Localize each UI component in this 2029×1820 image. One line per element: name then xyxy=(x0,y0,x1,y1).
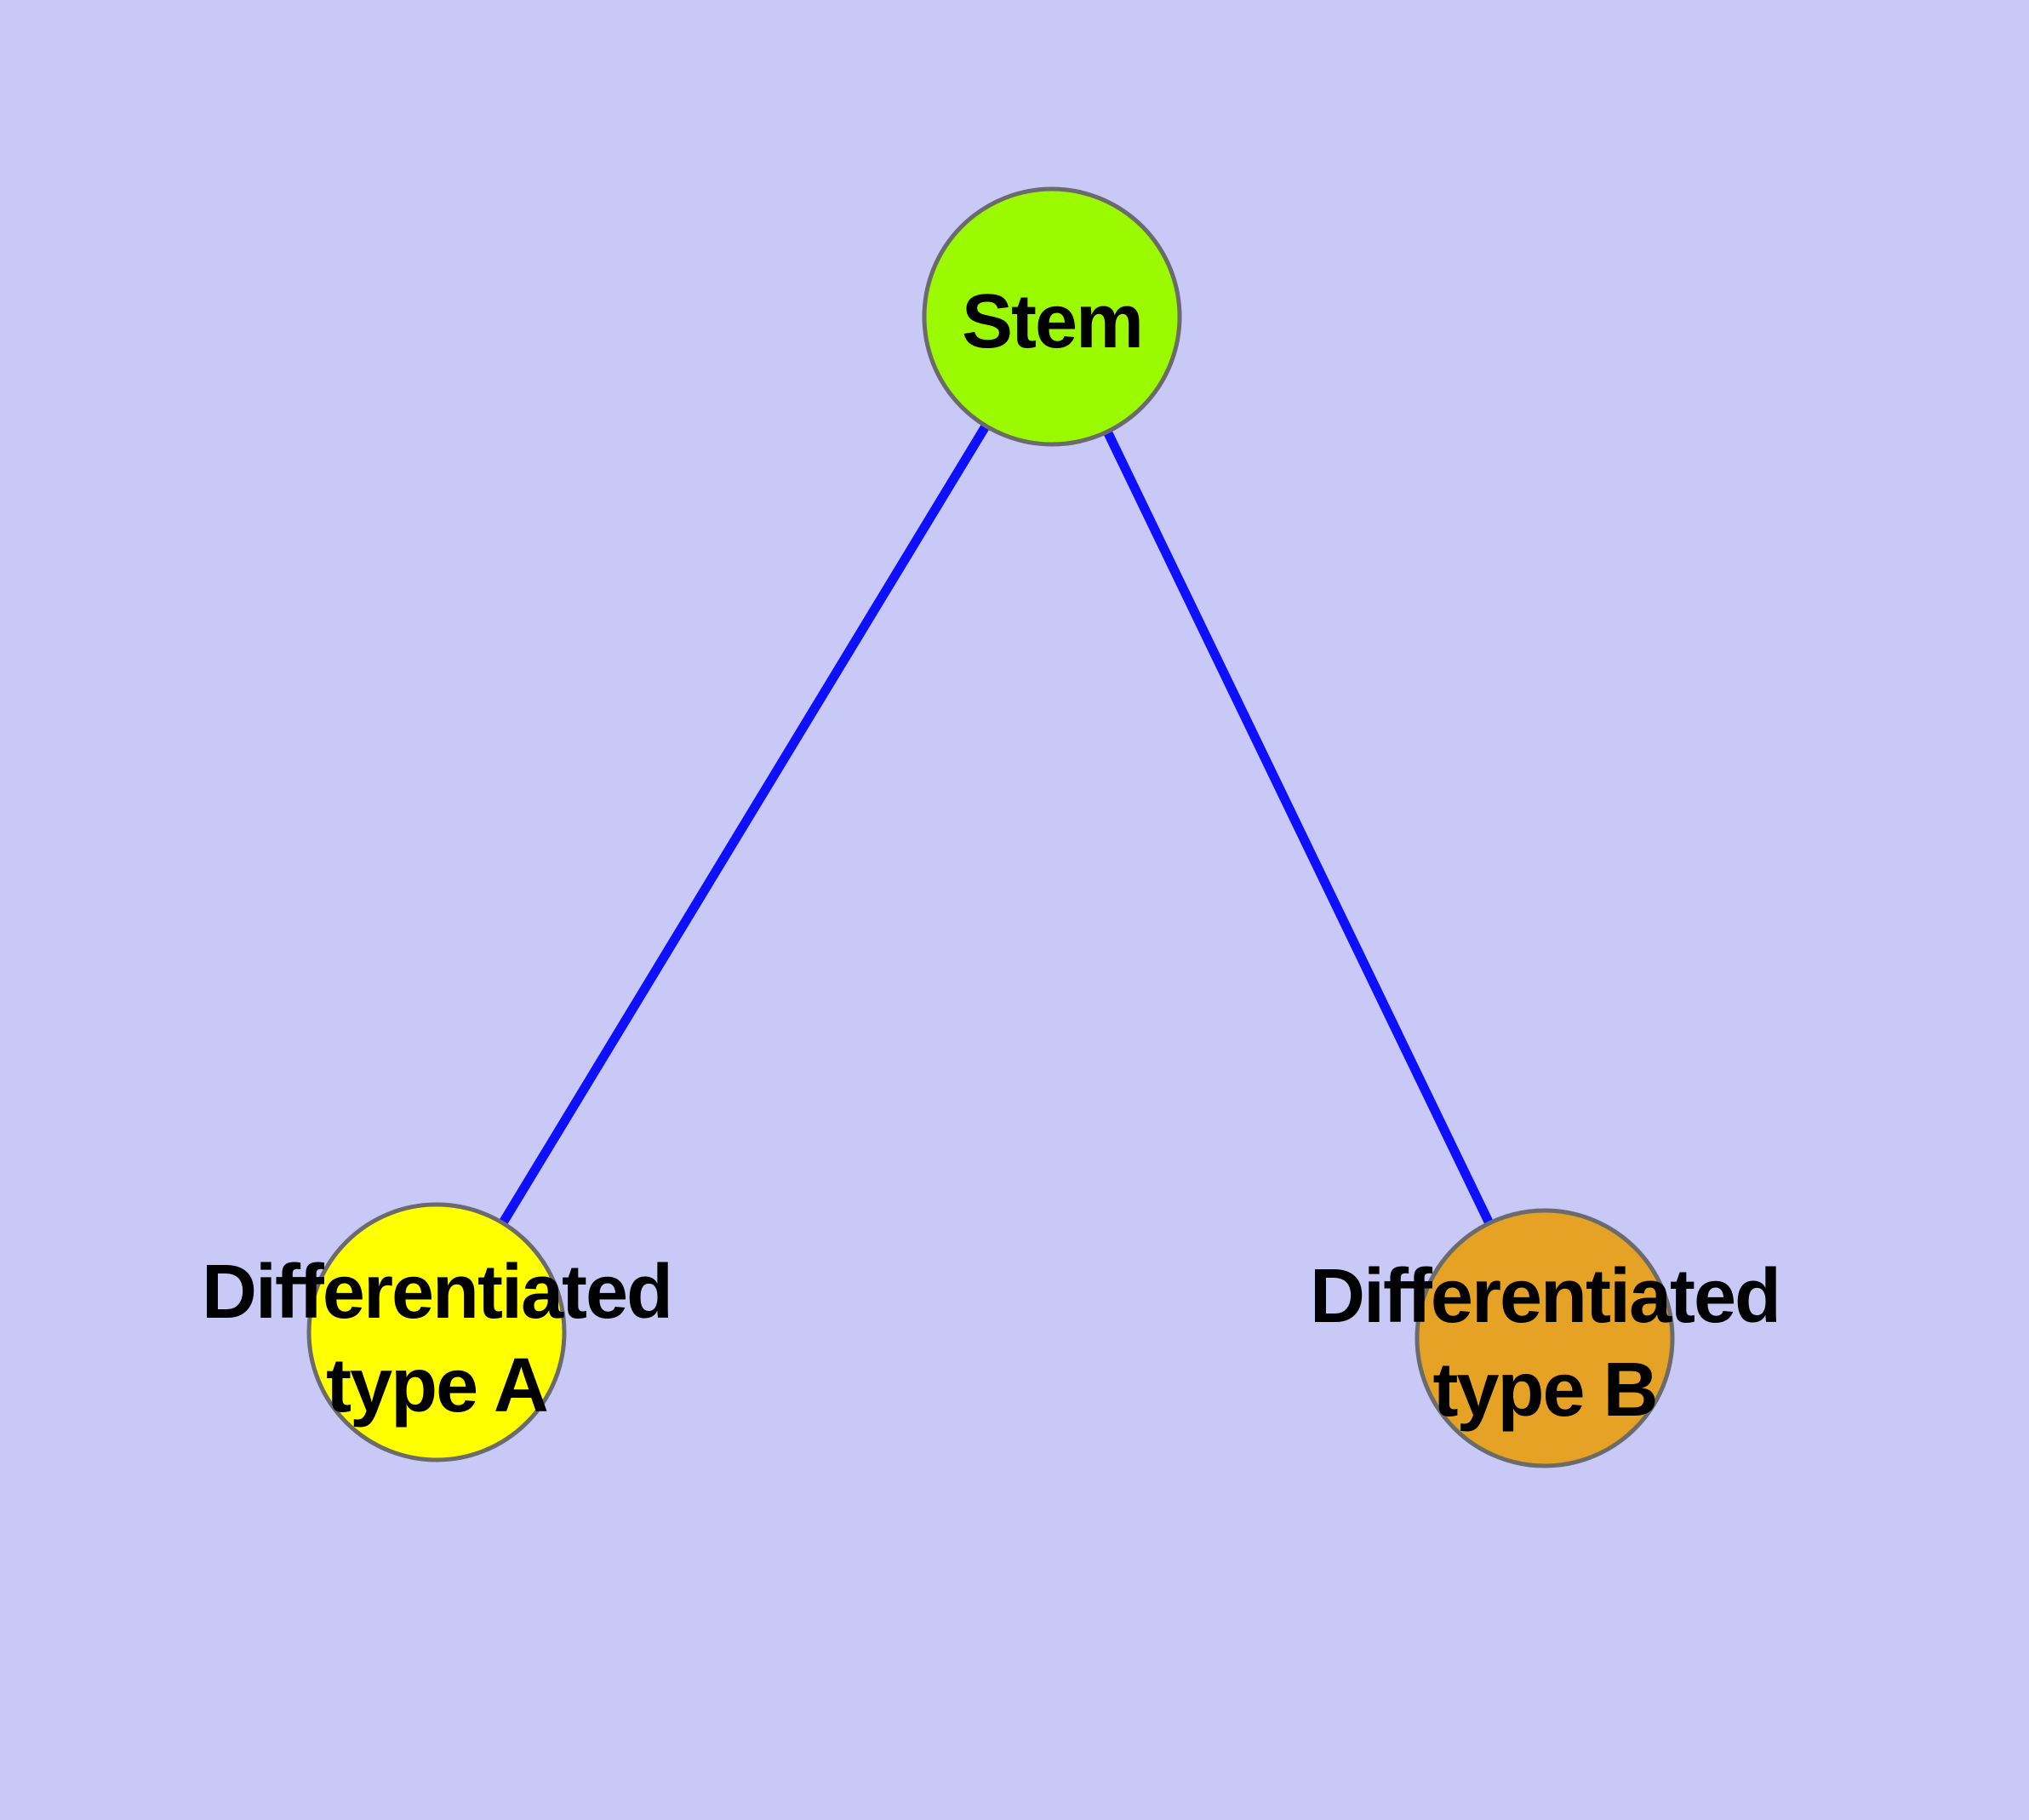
node-type-b-label-line2: type B xyxy=(1432,1348,1656,1433)
edge-group xyxy=(432,314,1549,1341)
node-stem-label: Stem xyxy=(962,279,1142,364)
node-stem: Stem xyxy=(922,186,1182,447)
node-type-b: Differentiated type B xyxy=(1310,1208,1781,1468)
node-type-a-label-line1: Differentiated xyxy=(202,1250,672,1335)
edge-stem-to-type-a xyxy=(432,314,1056,1335)
node-type-a-label-line2: type A xyxy=(326,1343,547,1428)
edge-stem-to-type-b xyxy=(1048,314,1549,1341)
node-type-a: Differentiated type A xyxy=(202,1202,673,1462)
node-type-a-circle xyxy=(306,1202,567,1462)
node-stem-circle xyxy=(922,186,1182,447)
node-type-b-label-line1: Differentiated xyxy=(1310,1254,1780,1339)
node-type-b-circle xyxy=(1415,1208,1675,1468)
